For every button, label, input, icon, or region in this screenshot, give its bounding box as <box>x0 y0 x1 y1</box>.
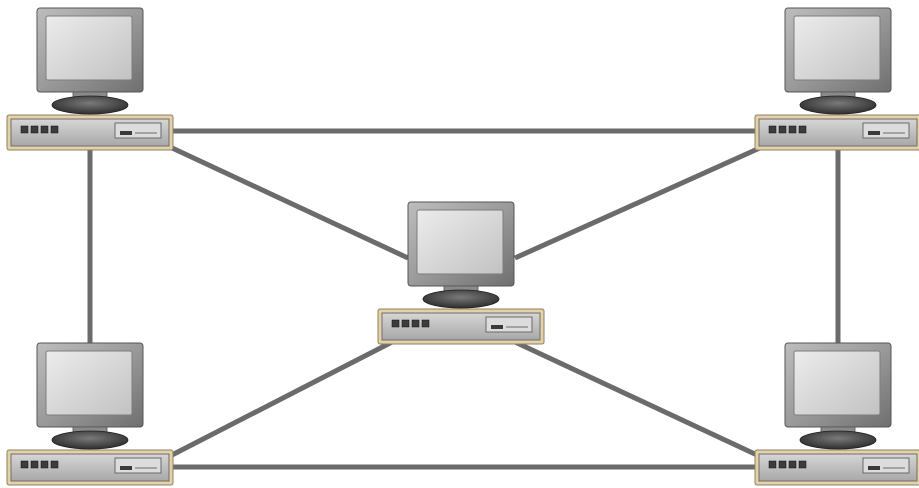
indicator-light <box>40 460 49 469</box>
indicator-light <box>421 319 430 328</box>
computer-icon <box>6 342 174 486</box>
indicator-light <box>778 460 787 469</box>
node-top-left <box>6 7 174 151</box>
indicator-light <box>768 460 777 469</box>
drive-bay <box>485 316 533 333</box>
indicator-light <box>391 319 400 328</box>
nodes-layer <box>6 7 919 486</box>
monitor-screen <box>793 15 881 81</box>
drive-bay <box>114 457 162 474</box>
drive-slot <box>868 466 880 470</box>
indicator-light <box>50 460 59 469</box>
indicator-light <box>30 125 39 134</box>
monitor-screen <box>793 350 881 416</box>
computer-icon <box>377 201 545 345</box>
link-top-left-to-center <box>168 144 410 261</box>
monitor-base <box>799 430 877 450</box>
monitor-screen <box>45 15 133 81</box>
drive-bay <box>114 122 162 139</box>
node-center <box>377 201 545 345</box>
indicator-light <box>768 125 777 134</box>
drive-bay <box>862 122 910 139</box>
indicator-light <box>788 460 797 469</box>
indicator-light <box>40 125 49 134</box>
computer-icon <box>754 342 919 486</box>
drive-slot <box>491 325 503 329</box>
drive-slot <box>120 131 132 135</box>
drive-bay <box>862 457 910 474</box>
indicator-light <box>788 125 797 134</box>
link-bottom-right-to-center <box>513 339 759 458</box>
monitor-screen <box>416 209 504 275</box>
drive-slot <box>868 131 880 135</box>
links-layer <box>87 128 841 470</box>
monitor-base <box>799 95 877 115</box>
monitor-base <box>51 430 129 450</box>
monitor-screen <box>45 350 133 416</box>
indicator-light <box>798 125 807 134</box>
computer-icon <box>6 7 174 151</box>
indicator-light <box>50 125 59 134</box>
node-top-right <box>754 7 919 151</box>
indicator-light <box>401 319 410 328</box>
indicator-light <box>20 460 29 469</box>
drive-slot <box>120 466 132 470</box>
node-bottom-left <box>6 342 174 486</box>
indicator-light <box>798 460 807 469</box>
computer-icon <box>754 7 919 151</box>
link-bottom-left-to-center <box>170 339 394 458</box>
indicator-light <box>411 319 420 328</box>
monitor-base <box>422 289 500 309</box>
node-bottom-right <box>754 342 919 486</box>
indicator-light <box>30 460 39 469</box>
indicator-light <box>20 125 29 134</box>
link-top-right-to-center <box>513 144 764 261</box>
monitor-base <box>51 95 129 115</box>
indicator-light <box>778 125 787 134</box>
